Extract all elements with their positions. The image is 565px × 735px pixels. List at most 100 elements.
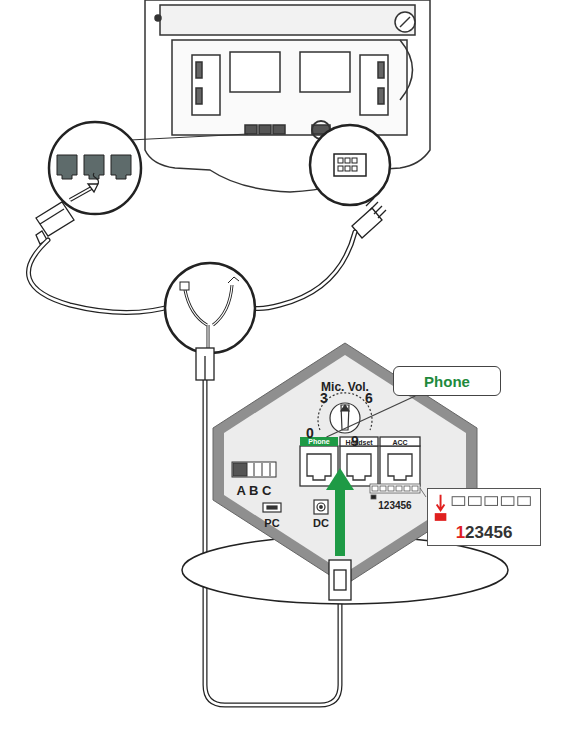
insert-arrow-part bbox=[326, 468, 354, 490]
dial-label: Mic. Vol. bbox=[321, 381, 369, 393]
dip-switch-part bbox=[404, 486, 410, 491]
cable-core-part bbox=[245, 232, 355, 309]
dip-switch-part bbox=[435, 513, 447, 521]
abc-switch-part bbox=[232, 462, 276, 477]
jack-label: Headset bbox=[345, 438, 372, 445]
dip-switch-part bbox=[452, 497, 465, 506]
phone-base-part bbox=[378, 62, 384, 78]
phone-plug-part bbox=[334, 570, 346, 590]
node-text: 123456 bbox=[428, 524, 540, 541]
jack-sockets bbox=[300, 437, 420, 486]
phone-plug bbox=[329, 560, 351, 600]
dip-switch-part bbox=[372, 486, 378, 491]
abc-switch-part bbox=[262, 463, 263, 476]
splitter-zoom-circle bbox=[165, 263, 255, 353]
phone-base-part bbox=[259, 125, 271, 134]
ports-part bbox=[314, 500, 328, 514]
rj-plug bbox=[36, 184, 98, 244]
phone-base-part bbox=[160, 5, 415, 35]
jack-sockets-part bbox=[347, 454, 371, 480]
jack-sockets-part bbox=[380, 437, 420, 446]
phone-base-part bbox=[172, 40, 407, 135]
ports-part bbox=[320, 506, 323, 509]
phone-base-part bbox=[400, 40, 413, 100]
dip-switch-part bbox=[412, 486, 418, 491]
port-label: DC bbox=[313, 518, 329, 529]
splitter-plug bbox=[196, 348, 214, 380]
phone-base-part bbox=[395, 12, 415, 32]
jack-sockets-part bbox=[300, 446, 338, 486]
jack-sockets-part bbox=[388, 454, 412, 480]
phone-base-part bbox=[230, 52, 280, 92]
switch-label: 123456 bbox=[378, 501, 411, 511]
node-text: Phone bbox=[424, 373, 470, 390]
dip-switch-part bbox=[370, 484, 420, 493]
dip-switch-part bbox=[420, 488, 426, 497]
ports-part bbox=[317, 503, 325, 511]
phone-base-part bbox=[378, 88, 384, 104]
volume-dial-part bbox=[330, 403, 360, 433]
dip-switch-part bbox=[437, 495, 445, 510]
insert-arrow-part bbox=[335, 488, 345, 556]
jack-zoom-circle-part-part bbox=[57, 155, 77, 179]
zoom-leader-part bbox=[130, 134, 248, 140]
insert-arrow bbox=[326, 468, 354, 556]
switch-label: A B C bbox=[237, 484, 272, 497]
cable-core bbox=[28, 232, 355, 705]
phone-base-part bbox=[273, 125, 285, 134]
phone-base-part bbox=[245, 125, 257, 134]
connector-zoom-circle-part-part bbox=[345, 166, 350, 171]
dip-switch-part bbox=[501, 497, 514, 506]
jack-zoom-circle-part-part bbox=[111, 155, 131, 179]
zoom-leader bbox=[130, 134, 340, 140]
abc-switch-part bbox=[254, 463, 255, 476]
rj-plug-part bbox=[40, 209, 64, 224]
connector-zoom-circle-part bbox=[310, 125, 390, 205]
jack-zoom-circle-part bbox=[49, 122, 141, 214]
connector-zoom-circle-part-part bbox=[338, 166, 343, 171]
ports-part bbox=[263, 503, 281, 512]
jack-sockets-part bbox=[380, 446, 420, 486]
connector-zoom-circle-part bbox=[338, 158, 357, 171]
connector-zoom-circle-part-part bbox=[345, 158, 350, 163]
dip-switch-part bbox=[485, 497, 498, 506]
splitter-plug-part bbox=[204, 356, 205, 380]
volume-dial-part bbox=[341, 405, 349, 430]
abc-switch-part bbox=[233, 463, 247, 476]
dip-switch-part bbox=[388, 486, 394, 491]
port-label: PC bbox=[264, 518, 279, 529]
dip-switch-part bbox=[469, 497, 482, 506]
phone-base-part bbox=[300, 52, 350, 92]
cable bbox=[28, 232, 355, 705]
splitter-zoom-circle-part bbox=[165, 263, 255, 353]
phone-base-part bbox=[360, 55, 388, 115]
abc-switch bbox=[232, 462, 276, 477]
rear-panel bbox=[213, 343, 477, 585]
dip-switch-part bbox=[371, 495, 376, 499]
phone-plug-part bbox=[329, 560, 351, 600]
connector-zoom-circle-part-part bbox=[338, 158, 343, 163]
splitter-zoom-circle-part bbox=[180, 282, 189, 290]
dip-switch-part bbox=[380, 486, 386, 491]
dial-number: 6 bbox=[365, 391, 373, 405]
dip-switch bbox=[370, 484, 426, 499]
connector-zoom-circle-part-part bbox=[352, 158, 357, 163]
dip-switch-part bbox=[518, 497, 531, 506]
dip-switch-part bbox=[396, 486, 402, 491]
splitter-plug-part bbox=[196, 348, 214, 380]
phone-base-part bbox=[196, 62, 202, 78]
volume-dial-part bbox=[341, 405, 349, 411]
cable-part bbox=[245, 232, 355, 309]
phone-base-part bbox=[400, 17, 410, 27]
dial-number: 3 bbox=[320, 391, 328, 405]
splitter-zoom-circle-part bbox=[185, 285, 232, 350]
jack-sockets-part bbox=[340, 437, 378, 446]
splitter-zoom-circle-part bbox=[228, 277, 239, 283]
callout-box: Phone bbox=[393, 366, 501, 396]
multi-pin-plug-part bbox=[366, 198, 386, 218]
ports bbox=[263, 500, 328, 514]
connector-zoom-circle-part bbox=[334, 154, 366, 176]
dial-number: 0 bbox=[306, 426, 314, 440]
